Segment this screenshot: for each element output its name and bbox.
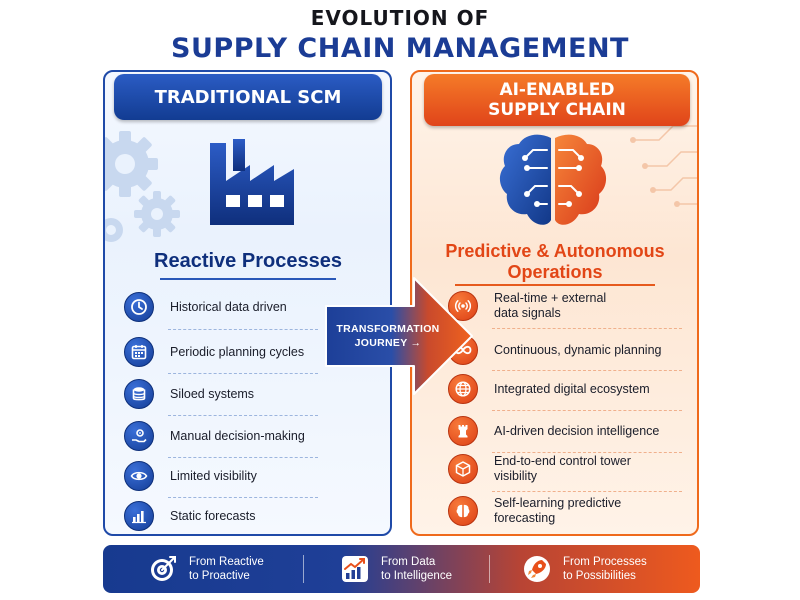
- right-divider: [492, 370, 682, 371]
- right-item-control-tower: End-to-end control tower visibility: [448, 454, 631, 484]
- footer-line-2: to Intelligence: [381, 570, 452, 582]
- ai-brain-icon: [448, 496, 478, 526]
- right-heading-underline: [455, 284, 655, 286]
- globe-icon: [448, 374, 478, 404]
- clock-icon: [124, 292, 154, 322]
- left-item-label: Limited visibility: [170, 468, 257, 483]
- predictive-autonomous-heading: Predictive & Autonomous Operations: [414, 241, 696, 283]
- left-item-visibility: Limited visibility: [124, 461, 257, 491]
- left-item-siloed: Siloed systems: [124, 379, 254, 409]
- footer-bar: From Reactive to Proactive From Data to …: [103, 545, 700, 593]
- traditional-scm-banner: TRADITIONAL SCM: [114, 74, 382, 120]
- calendar-icon: [124, 337, 154, 367]
- reactive-processes-heading: Reactive Processes: [154, 250, 342, 272]
- right-item-line-1: End-to-end control tower: [494, 454, 631, 468]
- brain-circuit-icon: [499, 134, 607, 225]
- left-item-label: Manual decision-making: [170, 428, 305, 443]
- hand-gear-icon: [124, 421, 154, 451]
- right-item-ai-decision: AI-driven decision intelligence: [448, 416, 659, 446]
- footer-item-intelligence: From Data to Intelligence: [339, 545, 452, 593]
- footer-line-1: From Reactive: [189, 556, 264, 568]
- footer-item-proactive: From Reactive to Proactive: [147, 545, 264, 593]
- left-divider: [168, 497, 318, 498]
- footer-item-text: From Processes to Possibilities: [563, 555, 647, 583]
- transformation-arrow: [325, 277, 473, 395]
- database-icon: [124, 379, 154, 409]
- right-item-line-2: visibility: [494, 469, 538, 483]
- title-line-2: SUPPLY CHAIN MANAGEMENT: [171, 33, 629, 64]
- right-divider: [492, 328, 682, 329]
- ai-enabled-banner: AI-ENABLED SUPPLY CHAIN: [424, 74, 690, 126]
- left-item-static: Static forecasts: [124, 501, 255, 531]
- right-divider: [492, 452, 682, 453]
- right-item-realtime: Real-time + external data signals: [448, 291, 606, 321]
- footer-line-2: to Possibilities: [563, 570, 636, 582]
- left-item-manual: Manual decision-making: [124, 421, 305, 451]
- ai-banner-line-1: AI-ENABLED: [499, 80, 615, 100]
- right-item-line-1: Self-learning predictive: [494, 496, 622, 510]
- footer-divider: [489, 555, 490, 583]
- right-item-line-1: Real-time + external: [494, 291, 607, 305]
- left-divider: [168, 415, 318, 416]
- eye-icon: [124, 461, 154, 491]
- footer-line-1: From Data: [381, 556, 436, 568]
- traditional-scm-banner-text: TRADITIONAL SCM: [154, 86, 342, 108]
- footer-line-1: From Processes: [563, 556, 647, 568]
- right-item-integrated: Integrated digital ecosystem: [448, 374, 650, 404]
- right-item-line-2: data signals: [494, 306, 561, 320]
- target-icon: [147, 553, 179, 585]
- right-item-text: Real-time + external data signals: [494, 291, 606, 321]
- right-item-self-learning: Self-learning predictive forecasting: [448, 496, 621, 526]
- right-item-text: Continuous, dynamic planning: [494, 342, 662, 357]
- cube-network-icon: [448, 454, 478, 484]
- bar-chart-icon: [124, 501, 154, 531]
- arrow-line-2: JOURNEY →: [354, 337, 422, 349]
- right-item-continuous: Continuous, dynamic planning: [448, 335, 661, 365]
- left-item-periodic: Periodic planning cycles: [124, 337, 304, 367]
- left-item-label: Static forecasts: [170, 508, 256, 523]
- chess-rook-icon: [448, 416, 478, 446]
- left-divider: [168, 457, 318, 458]
- right-item-line-2: forecasting: [494, 511, 556, 525]
- rocket-icon: [521, 553, 553, 585]
- footer-divider: [303, 555, 304, 583]
- right-divider: [492, 491, 682, 492]
- left-item-historical: Historical data driven: [124, 292, 287, 322]
- footer-line-2: to Proactive: [189, 570, 250, 582]
- ai-subtitle-line-1: Predictive & Autonomous: [445, 241, 665, 261]
- left-item-label: Periodic planning cycles: [170, 344, 305, 359]
- left-heading-underline: [160, 278, 336, 280]
- left-divider: [168, 373, 318, 374]
- transformation-journey-label: TRANSFORMATION JOURNEY →: [333, 322, 443, 350]
- growth-chart-icon: [339, 553, 371, 585]
- footer-item-possibilities: From Processes to Possibilities: [521, 545, 647, 593]
- left-item-label: Siloed systems: [170, 386, 255, 401]
- right-item-text: Self-learning predictive forecasting: [494, 496, 621, 526]
- left-item-label: Historical data driven: [170, 299, 287, 314]
- factory-icon: [210, 139, 294, 225]
- right-item-text: AI-driven decision intelligence: [494, 423, 660, 438]
- footer-item-text: From Data to Intelligence: [381, 555, 452, 583]
- left-divider: [168, 329, 318, 330]
- footer-item-text: From Reactive to Proactive: [189, 555, 264, 583]
- right-item-text: End-to-end control tower visibility: [494, 454, 631, 484]
- title-line-1: EVOLUTION OF: [310, 6, 490, 30]
- circuit-lines-icon: [630, 125, 697, 207]
- right-item-text: Integrated digital ecosystem: [494, 381, 650, 396]
- ai-banner-line-2: SUPPLY CHAIN: [488, 100, 626, 120]
- arrow-line-1: TRANSFORMATION: [336, 323, 440, 335]
- right-divider: [492, 410, 682, 411]
- gears-icon: [105, 131, 180, 242]
- ai-subtitle-line-2: Operations: [507, 262, 603, 282]
